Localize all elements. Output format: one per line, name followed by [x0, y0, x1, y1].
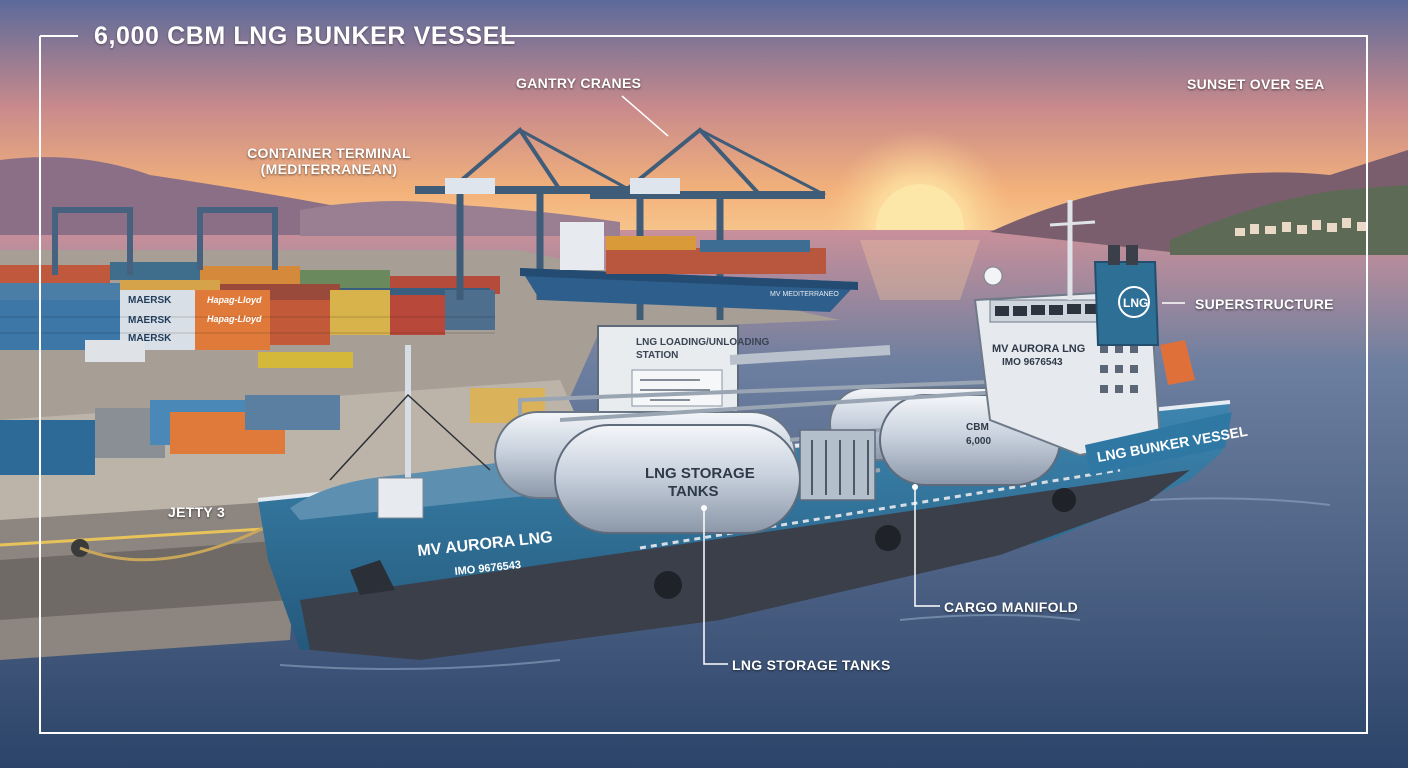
station-label-line2: STATION [636, 350, 678, 361]
funnel-logo-ring [1118, 286, 1150, 318]
crane-cab-1 [445, 178, 495, 194]
callout-container-terminal-line2: (MEDITERRANEAN) [260, 161, 398, 177]
callout-sunset-over-sea: SUNSET OVER SEA [1187, 76, 1325, 92]
leader-cargo-manifold [914, 488, 940, 607]
truck-trailer-yellow [258, 352, 353, 368]
lifeboat [1160, 340, 1195, 385]
sun-reflection [860, 240, 980, 300]
diagram-frame [39, 35, 1368, 734]
leader-lng-storage-tanks [703, 510, 728, 665]
container-stacks-near [0, 388, 545, 475]
mooring-line [79, 523, 271, 562]
side-nameboard [1085, 412, 1232, 475]
callout-leader-lines [621, 95, 1185, 665]
station-label-line1: LNG LOADING/UNLOADING [636, 337, 770, 348]
container-brand-maersk-2: MAERSK [128, 315, 172, 326]
tank-label-line1: LNG STORAGE [645, 465, 755, 482]
bridge-ship-name: MV AURORA LNG [992, 343, 1085, 355]
callout-gantry-cranes: GANTRY CRANES [516, 75, 642, 91]
container-brand-maersk-1: MAERSK [128, 295, 172, 306]
tank-label-line2: TANKS [668, 483, 719, 500]
crane-cab-2 [630, 178, 680, 194]
jetty-safety-line [0, 526, 281, 547]
callout-container-terminal-line1: CONTAINER TERMINAL [247, 145, 411, 161]
container-brand-hapag-1: Hapag-Lloyd [207, 295, 262, 305]
deck-railing [639, 468, 1121, 550]
background-container-ship [520, 222, 858, 312]
rear-tank-label-line1: CBM [966, 422, 989, 433]
background-ship-name: MV MEDITERRANEO [770, 291, 839, 298]
leader-gantry-cranes [621, 95, 669, 137]
diagram-title: 6,000 CBM LNG BUNKER VESSEL [94, 22, 516, 50]
callout-lng-storage-tanks: LNG STORAGE TANKS [732, 657, 891, 673]
superstructure [973, 200, 1232, 475]
truck-trailer-white [85, 340, 145, 362]
anchor-pocket [350, 560, 395, 595]
callout-container-terminal: CONTAINER TERMINAL (MEDITERRANEAN) [244, 145, 414, 177]
tank-callout-dot [701, 505, 707, 511]
container-brand-maersk-3: MAERSK [128, 333, 172, 344]
accommodation-windows [1100, 345, 1138, 393]
forward-mast [329, 345, 491, 519]
water-ripples [279, 497, 1331, 670]
callout-cargo-manifold: CARGO MANIFOLD [944, 599, 1079, 615]
hull-lower [300, 470, 1190, 660]
callout-superstructure: SUPERSTRUCTURE [1195, 296, 1334, 312]
coastal-village [1235, 218, 1367, 236]
container-brand-hapag-2: Hapag-Lloyd [207, 314, 262, 324]
cargo-manifold-structure [799, 429, 876, 501]
jetty-edge [0, 540, 290, 620]
fenders [654, 488, 1076, 599]
funnel-logo: LNG [1123, 296, 1148, 310]
manifold-callout-dot [912, 484, 918, 490]
right-hillside [1170, 185, 1408, 255]
bridge-imo: IMO 9676543 [1002, 357, 1063, 368]
lng-loading-station [597, 325, 891, 417]
yard-cranes [52, 207, 278, 275]
rear-tank-label-line2: 6,000 [966, 436, 991, 447]
callout-jetty: JETTY 3 [168, 504, 226, 520]
